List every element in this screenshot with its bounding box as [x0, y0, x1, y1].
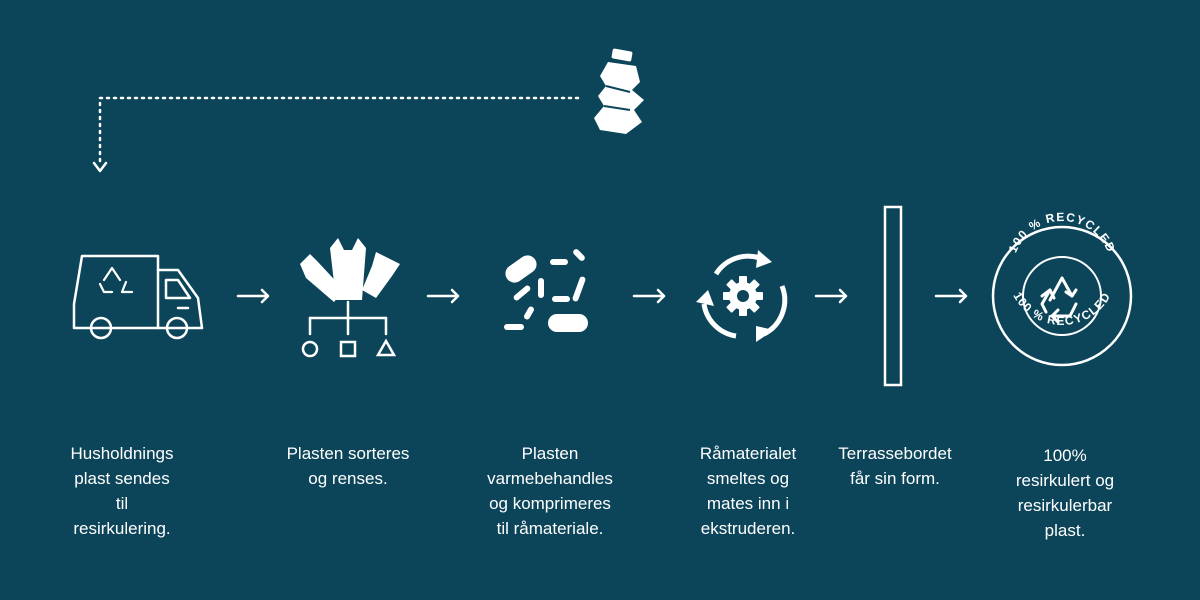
- ring-text-bottom: 100 % RECYCLED: [1010, 289, 1113, 328]
- caption-step-5: Terrassebordet får sin form.: [838, 444, 952, 488]
- crushed-bottle-icon: [594, 48, 644, 134]
- plastic-pieces-icon: [504, 249, 588, 332]
- arrow-right-icon: [426, 288, 460, 304]
- recycling-truck-icon: [72, 254, 204, 340]
- caption-step-6: 100% resirkulert og resirkulerbar plast.: [1015, 446, 1115, 540]
- caption-step-3: Plasten varmebehandles og komprimeres ti…: [487, 444, 613, 538]
- ring-text-top: 100 % RECYCLED: [1006, 210, 1119, 255]
- arrow-right-icon: [236, 288, 270, 304]
- gear-cycle-icon: [696, 250, 788, 342]
- caption-step-1: Husholdnings plast sendes til resirkuler…: [70, 444, 174, 538]
- board-profile-icon: [883, 205, 903, 387]
- arrow-right-icon: [934, 288, 968, 304]
- caption-step-2: Plasten sorteres og renses.: [286, 444, 410, 488]
- arrow-right-icon: [632, 288, 666, 304]
- arrow-right-icon: [814, 288, 848, 304]
- arrow-head-down-icon: [92, 161, 108, 173]
- sorting-icon: [300, 238, 400, 358]
- recycled-badge-icon: 100 % RECYCLED 100 % RECYCLED: [991, 210, 1133, 367]
- dotted-return-arrow: [98, 96, 580, 167]
- caption-step-4: Råmaterialet smeltes og mates inn i ekst…: [699, 444, 797, 538]
- recycle-arrows-icon: [1040, 276, 1078, 324]
